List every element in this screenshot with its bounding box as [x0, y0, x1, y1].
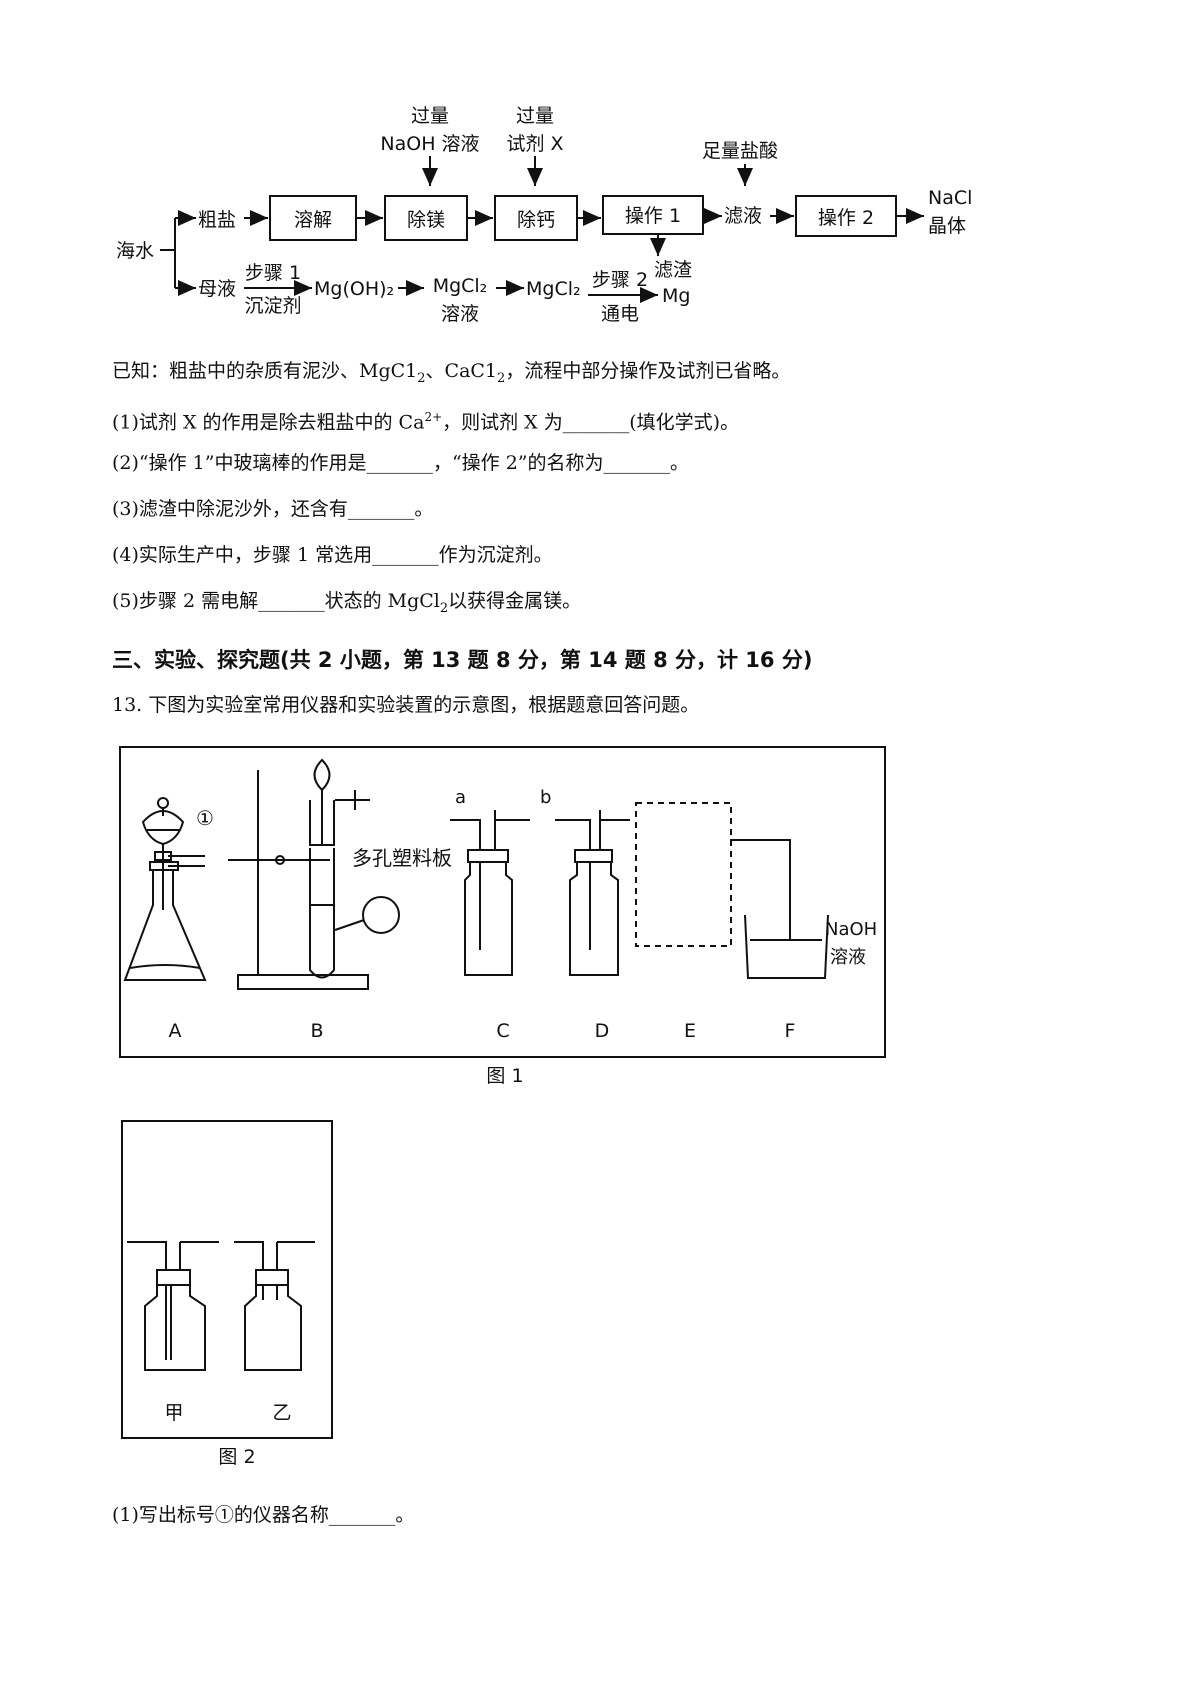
box-op2: 操作 2 [818, 207, 874, 229]
label-mother-liquor: 母液 [198, 278, 236, 300]
label-jia: 甲 [164, 1402, 183, 1424]
label-C: C [496, 1020, 509, 1042]
label-naoh-2: NaOH 溶液 [380, 133, 479, 155]
known-info: 已知：粗盐中的杂质有泥沙、MgC12、CaC12，流程中部分操作及试剂已省略。 [112, 360, 791, 386]
label-port-a: a [455, 787, 466, 808]
figure-1: ① 多孔塑料板 a b NaOH 溶液 A B C D E F 图 1 [119, 746, 886, 1087]
label-mark-1: ① [196, 806, 214, 830]
question-4: (4)实际生产中，步骤 1 常选用_______作为沉淀剂。 [112, 544, 553, 566]
label-porous-plate: 多孔塑料板 [352, 846, 452, 870]
figure-2: 甲 乙 图 2 [121, 1120, 333, 1468]
label-B: B [310, 1020, 323, 1042]
label-electrify: 通电 [601, 303, 639, 325]
label-filtrate: 滤液 [724, 205, 762, 227]
label-step2: 步骤 2 [592, 269, 648, 291]
question-5: (5)步骤 2 需电解_______状态的 MgCl2以获得金属镁。 [112, 590, 582, 616]
label-A: A [169, 1020, 182, 1042]
process-flowchart: 过量 NaOH 溶液 过量 试剂 X 足量盐酸 海水 粗盐 溶解 除镁 除钙 操… [116, 105, 972, 325]
figure-1-caption: 图 1 [486, 1065, 523, 1087]
label-mg: Mg [662, 285, 690, 307]
question-1: (1)试剂 X 的作用是除去粗盐中的 Ca2+，则试剂 X 为_______(填… [112, 410, 740, 434]
label-hcl: 足量盐酸 [702, 140, 778, 162]
label-nacl: NaCl [928, 187, 972, 209]
label-naoh-solution: 溶液 [830, 947, 866, 968]
question-13: 13. 下图为实验室常用仪器和实验装置的示意图，根据题意回答问题。 [112, 694, 700, 716]
label-crystal: 晶体 [928, 215, 966, 237]
label-x-2: 试剂 X [506, 133, 563, 155]
label-mgoh2: Mg(OH)₂ [314, 278, 394, 300]
label-precipitant: 沉淀剂 [244, 295, 301, 317]
question-13-1: (1)写出标号①的仪器名称_______。 [112, 1504, 415, 1526]
label-solution: 溶液 [441, 303, 479, 325]
question-3: (3)滤渣中除泥沙外，还含有_______。 [112, 498, 434, 520]
label-mgcl2: MgCl₂ [526, 278, 581, 300]
box-remove-mg: 除镁 [407, 209, 445, 231]
label-seawater: 海水 [116, 240, 154, 262]
section-3-title: 三、实验、探究题(共 2 小题，第 13 题 8 分，第 14 题 8 分，计 … [112, 648, 813, 672]
label-mgcl2-solution: MgCl₂ [433, 275, 488, 297]
label-naoh-1: 过量 [411, 105, 449, 127]
label-x-1: 过量 [516, 105, 554, 127]
figure-2-caption: 图 2 [218, 1446, 255, 1468]
label-D: D [595, 1020, 610, 1042]
label-residue: 滤渣 [654, 259, 692, 281]
label-E: E [684, 1020, 696, 1042]
box-remove-ca: 除钙 [517, 209, 555, 231]
label-naoh: NaOH [825, 919, 877, 940]
label-port-b: b [540, 787, 551, 808]
box-dissolve: 溶解 [294, 209, 332, 231]
label-yi: 乙 [272, 1402, 291, 1424]
box-op1: 操作 1 [625, 205, 681, 227]
label-step1: 步骤 1 [245, 262, 301, 284]
label-F: F [785, 1020, 796, 1042]
question-2: (2)“操作 1”中玻璃棒的作用是_______，“操作 2”的名称为_____… [112, 452, 690, 474]
label-crude-salt: 粗盐 [198, 209, 236, 231]
